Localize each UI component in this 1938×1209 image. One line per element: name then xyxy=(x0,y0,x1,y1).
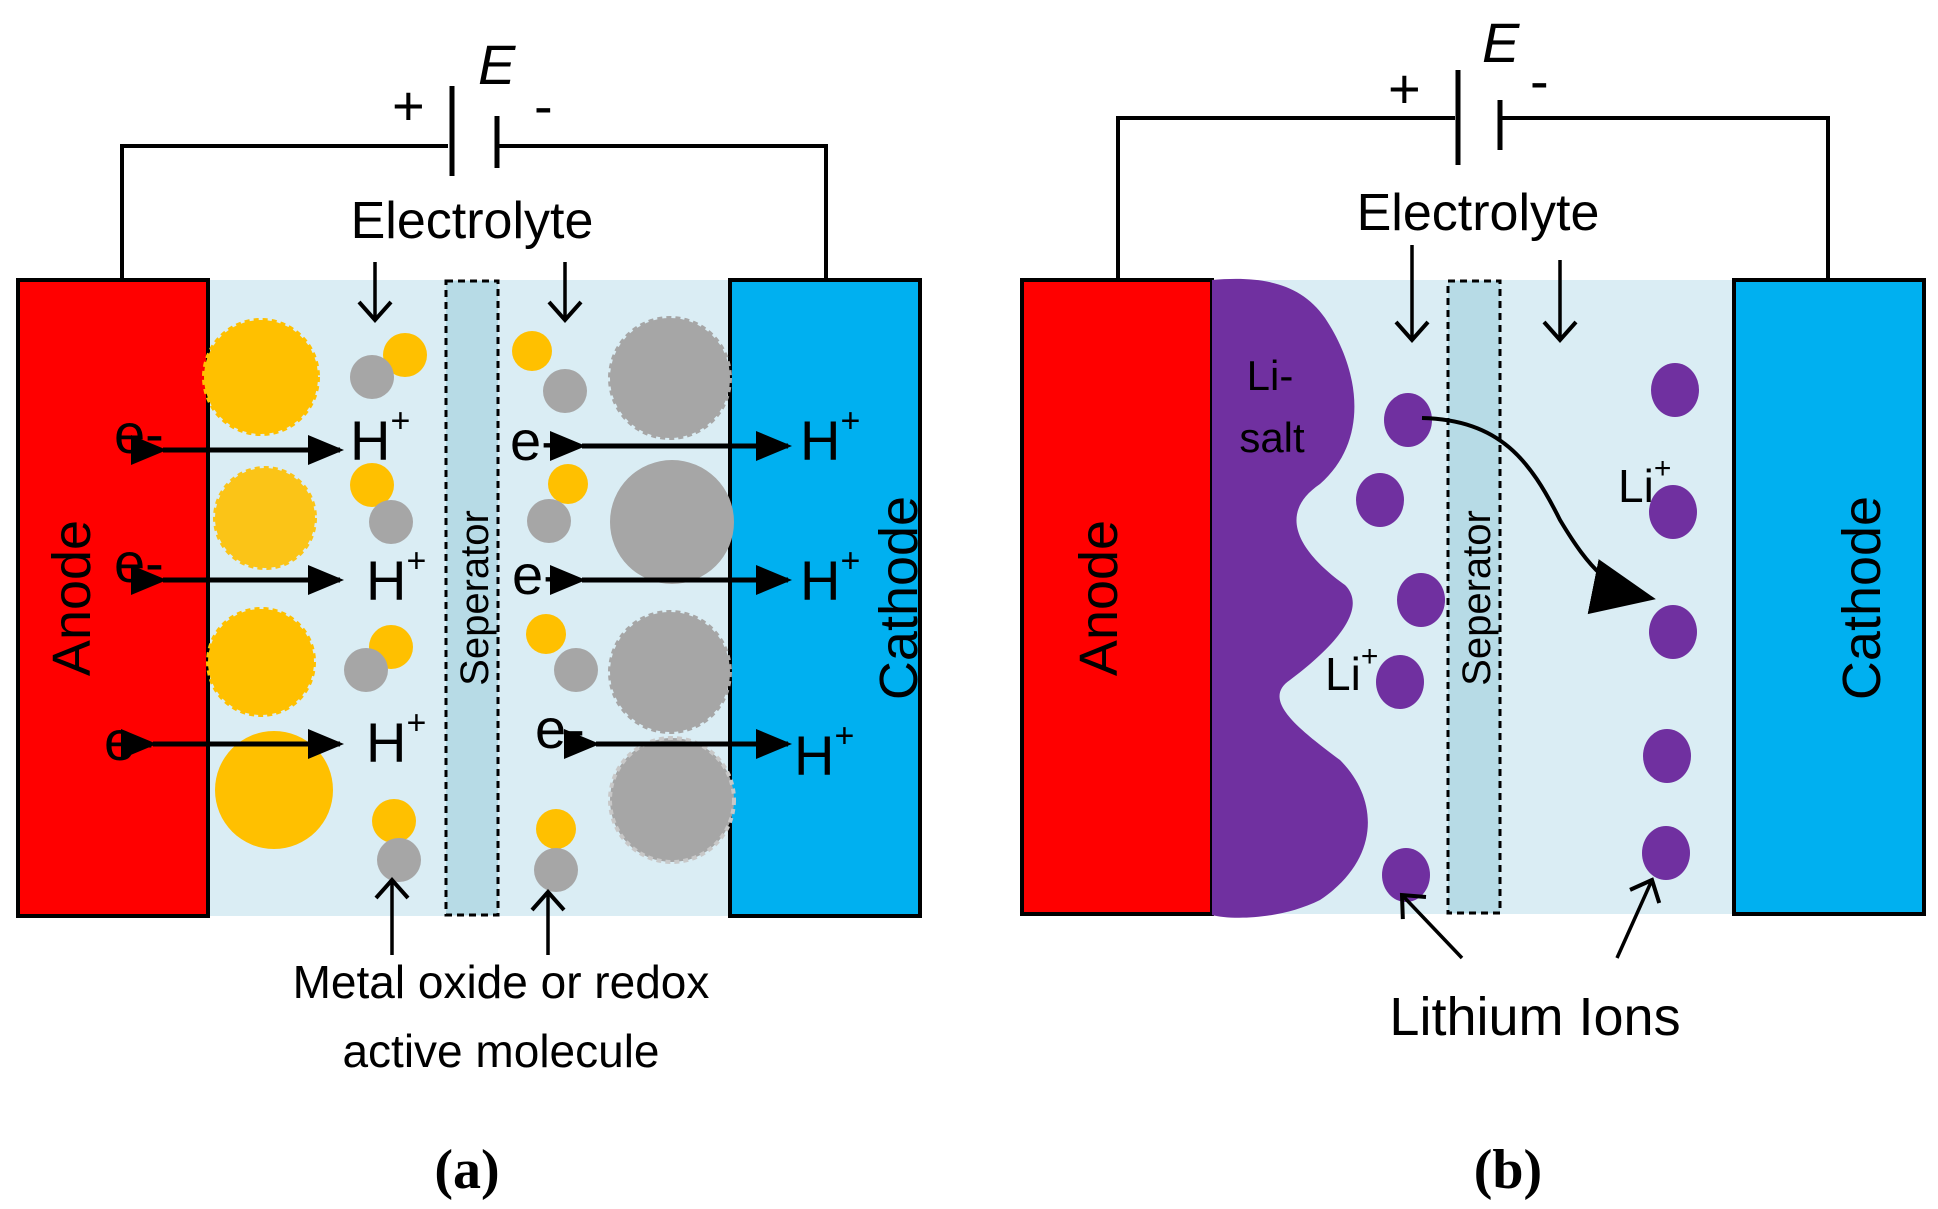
ion-sup: + xyxy=(1654,452,1672,485)
anode-electrode-b xyxy=(1020,278,1214,916)
svg-text:H+: H+ xyxy=(366,704,426,774)
electron-label: e- xyxy=(114,402,164,465)
proton-labels-cathode: H+ H+ H+ xyxy=(794,402,860,787)
cathode-electrode-a xyxy=(728,278,922,918)
salt-label-line2: salt xyxy=(1239,414,1305,461)
proton-base: H xyxy=(800,549,840,612)
proton-sup: + xyxy=(840,542,860,580)
svg-text:H+: H+ xyxy=(350,402,410,472)
proton-sup: + xyxy=(390,402,410,440)
anode-label-a: Anode xyxy=(42,520,102,676)
separator-label-b: Seperator xyxy=(1455,510,1499,686)
salt-label-line1: Li- xyxy=(1247,352,1294,399)
battery-minus-label: - xyxy=(534,74,553,137)
electrolyte-label-b: Electrolyte xyxy=(1357,184,1600,242)
svg-text:Li+: Li+ xyxy=(1325,640,1378,700)
circuit-wire-b xyxy=(1116,116,1830,280)
electron-label: e- xyxy=(535,697,585,760)
electrolyte-label-a: Electrolyte xyxy=(351,192,594,250)
caption-b: (b) xyxy=(1474,1139,1542,1201)
svg-text:H+: H+ xyxy=(800,542,860,612)
proton-sup: + xyxy=(834,717,854,755)
ion-base: Li xyxy=(1325,648,1361,700)
svg-text:Li+: Li+ xyxy=(1618,452,1671,512)
panel-a: + - E Seperator Anode Cathode Electrolyt… xyxy=(16,33,929,1201)
ion-arrow-right-b xyxy=(1615,877,1662,959)
electron-exchange-cathode: e- e- e- xyxy=(510,409,792,760)
cathode-label-a: Cathode xyxy=(869,496,929,700)
battery-emf-label: E xyxy=(478,33,516,96)
proton-sup: + xyxy=(840,402,860,440)
battery-plus-label: + xyxy=(392,74,425,137)
cathode-redox-particles xyxy=(608,316,736,864)
proton-labels-anode: H+ H+ H+ xyxy=(350,402,426,774)
separator-label-a: Seperator xyxy=(453,510,497,686)
separator-a xyxy=(444,279,500,917)
battery-symbol-b: + - E xyxy=(1388,11,1549,165)
anode-label-b: Anode xyxy=(1069,520,1129,676)
bottom-label-line2-a: active molecule xyxy=(342,1025,659,1077)
proton-base: H xyxy=(800,409,840,472)
svg-text:H+: H+ xyxy=(366,542,426,612)
svg-text:H+: H+ xyxy=(794,717,854,787)
lithium-salt-region xyxy=(1212,278,1368,918)
electron-label: e- xyxy=(114,531,164,594)
circuit-wire-a xyxy=(120,144,828,280)
battery-emf-label: E xyxy=(1482,11,1520,74)
battery-symbol-a: + - E xyxy=(392,33,553,176)
ion-base: Li xyxy=(1618,460,1654,512)
bottom-label-line1-a: Metal oxide or redox xyxy=(293,956,710,1008)
proton-base: H xyxy=(366,549,406,612)
cathode-label-b: Cathode xyxy=(1832,496,1892,700)
caption-a: (a) xyxy=(434,1139,499,1201)
bottom-label-b: Lithium Ions xyxy=(1389,987,1680,1047)
separator-b xyxy=(1446,279,1502,915)
electron-label: e- xyxy=(512,543,562,606)
electron-label: e- xyxy=(104,709,154,772)
redox-molecules-left xyxy=(344,333,427,882)
proton-sup: + xyxy=(406,704,426,742)
ion-arrow-left-b xyxy=(1399,892,1464,960)
anode-electrode-a xyxy=(16,278,210,918)
cathode-electrode-b xyxy=(1732,278,1926,916)
lithium-ions xyxy=(1356,363,1699,902)
electron-exchange-anode: e- e- e- xyxy=(104,402,344,772)
ion-migration-arrow xyxy=(1421,416,1656,615)
panel-b: + - E Seperator Anode Cathode Li- salt E… xyxy=(1020,11,1926,1201)
proton-base: H xyxy=(350,409,390,472)
battery-minus-label: - xyxy=(1530,49,1549,112)
ion-sup: + xyxy=(1361,640,1379,673)
svg-text:H+: H+ xyxy=(800,402,860,472)
proton-sup: + xyxy=(406,542,426,580)
proton-base: H xyxy=(794,724,834,787)
battery-plus-label: + xyxy=(1388,57,1421,120)
proton-base: H xyxy=(366,711,406,774)
anode-redox-particles xyxy=(202,318,333,849)
redox-molecules-right xyxy=(512,331,598,892)
electron-label: e- xyxy=(510,409,560,472)
